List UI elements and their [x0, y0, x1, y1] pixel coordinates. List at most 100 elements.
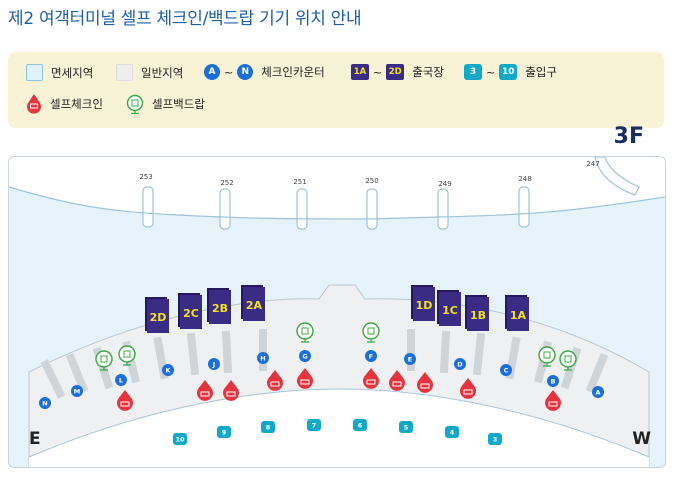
entrance-icon: 10 — [499, 64, 518, 80]
svg-text:1C: 1C — [442, 304, 458, 317]
svg-text:9: 9 — [222, 429, 227, 437]
gate-number: 248 — [518, 175, 531, 183]
checkin-layer — [117, 368, 561, 411]
entrance-marker: 9 — [217, 426, 231, 438]
counter-marker: E — [404, 353, 416, 365]
legend-entrance: 3 ~ 10 출입구 — [464, 64, 557, 80]
page-title: 제2 여객터미널 셀프 체크인/백드랍 기기 위치 안내 — [8, 9, 362, 29]
departure-gate: 2D — [145, 297, 169, 333]
svg-text:H: H — [260, 355, 265, 363]
counter-marker: A — [592, 386, 604, 398]
counter-marker: G — [299, 350, 311, 362]
kiosk-pin-icon — [388, 370, 405, 391]
entrance-marker: 6 — [353, 419, 367, 431]
counter-marker: J — [208, 358, 220, 370]
departure-icon: 1A — [351, 64, 369, 80]
legend-panel: 면세지역 일반지역 A ~ N 체크인카운터 1A ~ 2D 출국장 3 ~ 1… — [8, 52, 664, 149]
legend-counter: A ~ N 체크인카운터 — [204, 64, 325, 80]
svg-text:5: 5 — [404, 424, 409, 432]
entrance-marker: 8 — [261, 421, 275, 433]
legend-duty-free: 면세지역 — [26, 64, 93, 81]
svg-text:G: G — [302, 353, 307, 361]
floor-label: 3F — [613, 124, 644, 149]
entrance-marker: 7 — [307, 419, 321, 431]
bagdrop-globe-icon — [95, 350, 113, 371]
svg-text:B: B — [551, 378, 556, 386]
kiosk-pin-icon — [197, 380, 213, 401]
departure-gate: 1A — [505, 295, 529, 331]
kiosk-pin-icon — [297, 368, 313, 389]
bagdrop-globe-icon — [362, 322, 380, 343]
legend-duty-free-label: 면세지역 — [51, 65, 94, 80]
kiosk-pin-icon — [545, 390, 561, 411]
gate-number: 252 — [220, 179, 233, 187]
counter-icon: N — [237, 64, 254, 80]
gate-number: 250 — [365, 177, 378, 185]
compass-west: W — [632, 429, 651, 449]
svg-text:2B: 2B — [212, 302, 228, 315]
kiosk-pin-icon — [27, 94, 41, 114]
legend-departure: 1A ~ 2D 출국장 — [351, 64, 444, 80]
departure-gate: 1B — [465, 295, 489, 331]
kiosk-pin-icon — [363, 368, 379, 389]
counter-marker: B — [547, 375, 559, 387]
counter-marker: K — [162, 364, 174, 376]
departure-gate: 2A — [241, 285, 265, 321]
svg-text:A: A — [595, 389, 600, 397]
legend-entrance-label: 출입구 — [525, 65, 557, 79]
tilde: ~ — [486, 65, 496, 79]
departure-gate: 1D — [411, 285, 435, 321]
svg-text:1A: 1A — [510, 309, 527, 322]
counter-marker: L — [115, 374, 127, 386]
svg-text:F: F — [369, 353, 373, 361]
legend-departure-label: 출국장 — [412, 65, 444, 79]
gate-number: 249 — [438, 180, 451, 188]
counter-layer: N M L K J H G F E D C B A — [39, 350, 604, 409]
bagdrop-globe-icon — [126, 94, 144, 114]
departure-gate: 2B — [207, 288, 231, 324]
tilde: ~ — [224, 65, 234, 79]
entrance-marker: 5 — [399, 421, 413, 433]
svg-text:1D: 1D — [416, 299, 433, 312]
gate-number: 251 — [293, 178, 306, 186]
svg-text:2C: 2C — [183, 307, 199, 320]
counter-marker: C — [500, 364, 512, 376]
departure-gate: 1C — [437, 290, 461, 326]
kiosk-pin-icon — [267, 370, 283, 391]
svg-text:2D: 2D — [150, 311, 167, 324]
bagdrop-globe-icon — [538, 346, 556, 367]
counter-icon: A — [204, 64, 220, 80]
kiosk-pin-icon — [417, 372, 433, 393]
legend-self-checkin-label: 셀프체크인 — [50, 97, 103, 111]
duty-free-swatch — [26, 64, 43, 81]
departure-gate: 2C — [178, 293, 202, 329]
legend-self-checkin: 셀프체크인 — [26, 94, 103, 114]
svg-text:N: N — [42, 400, 47, 408]
compass-east: E — [29, 429, 41, 449]
bagdrop-layer — [95, 322, 577, 371]
gate-number: 247 — [586, 160, 599, 168]
entrance-marker: 4 — [445, 426, 459, 438]
departure-icon: 2D — [386, 64, 405, 80]
kiosk-pin-icon — [223, 380, 239, 401]
legend-counter-label: 체크인카운터 — [261, 65, 325, 79]
entrance-marker: 10 — [173, 433, 187, 445]
svg-text:C: C — [504, 367, 509, 375]
counter-marker: D — [454, 358, 466, 370]
svg-text:2A: 2A — [246, 299, 263, 312]
svg-text:M: M — [74, 388, 80, 396]
entrance-icon: 3 — [464, 64, 482, 80]
svg-text:6: 6 — [358, 422, 363, 430]
counter-marker: F — [365, 350, 377, 362]
svg-text:L: L — [119, 377, 123, 385]
legend-general-label: 일반지역 — [141, 65, 184, 80]
legend-general: 일반지역 — [116, 64, 183, 81]
svg-text:8: 8 — [266, 424, 271, 432]
kiosk-pin-icon — [460, 378, 476, 399]
svg-text:K: K — [165, 367, 171, 375]
svg-text:4: 4 — [450, 429, 455, 437]
